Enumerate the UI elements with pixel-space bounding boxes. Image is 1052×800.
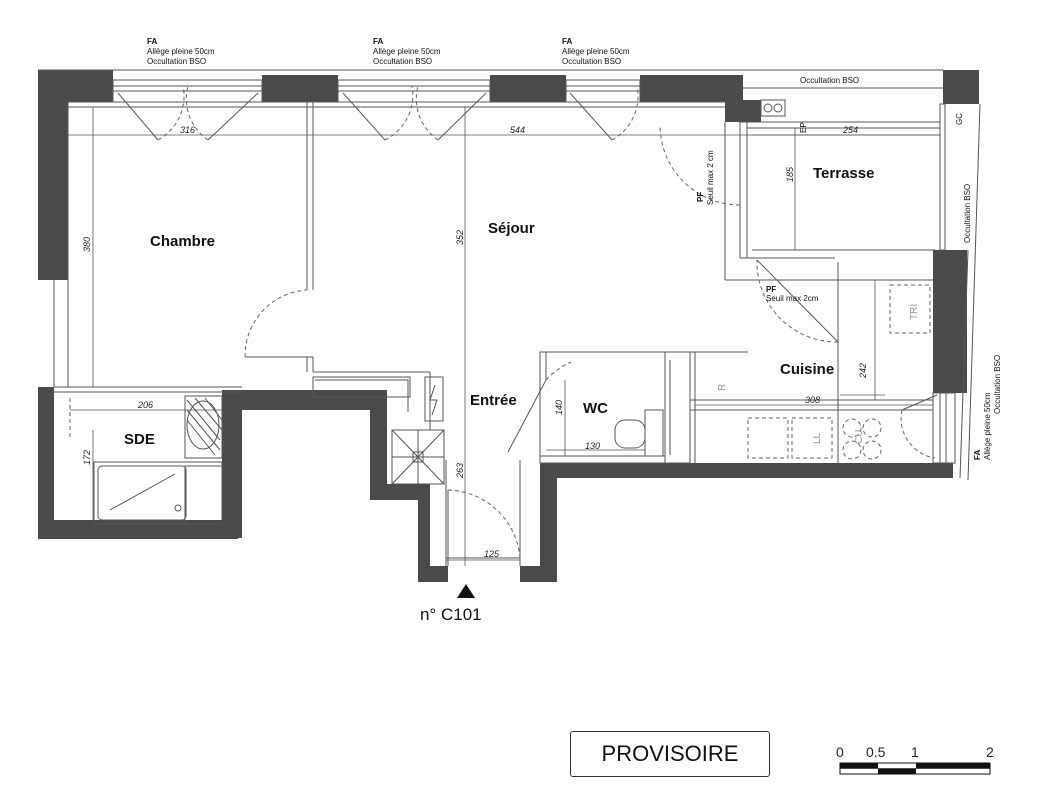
dimension-172: 172: [82, 450, 92, 465]
window-note-allege: Allège pleine 50cm: [373, 47, 441, 56]
dimension-254: 254: [842, 125, 858, 135]
door-note-seuil: Seuil max 2 cm: [706, 150, 715, 205]
dimension-316: 316: [180, 125, 195, 135]
window-note-occultation: Occultation BSO: [562, 57, 621, 66]
dimension-185: 185: [785, 166, 795, 182]
dimension-206: 206: [137, 400, 153, 410]
scale-tick-05: 0.5: [866, 744, 886, 760]
fixture-tri: TRI: [909, 304, 920, 320]
window-note-allege: Allège pleine 50cm: [983, 392, 992, 460]
window-note-occultation-right: Occultation BSO: [963, 184, 972, 243]
window-note-fa: FA: [973, 450, 982, 460]
fixtures: [69, 99, 931, 525]
window-note-allege: Allège pleine 50cm: [562, 47, 630, 56]
dimension-308: 308: [805, 395, 820, 405]
window-note-kitchen: FA Allège pleine 50cm Occultation BSO: [973, 355, 1002, 460]
status-label: PROVISOIRE: [570, 731, 770, 777]
dimension-130: 130: [585, 441, 600, 451]
room-label-entree: Entrée: [470, 392, 517, 409]
room-label-sejour: Séjour: [488, 220, 535, 237]
dimension-lines: [68, 107, 940, 566]
window-note-occultation: Occultation BSO: [147, 57, 206, 66]
door-note-pf: PF: [696, 192, 705, 202]
scale-bar: 0 0.5 1 2: [836, 744, 994, 775]
doors: [244, 124, 839, 566]
dimension-380: 380: [82, 237, 92, 252]
window-note-1: FA Allège pleine 50cm Occultation BSO: [147, 37, 215, 66]
scale-tick-0: 0: [836, 744, 844, 760]
window-note-fa: FA: [147, 37, 157, 46]
fixture-gc: GC: [955, 113, 964, 125]
room-label-cuisine: Cuisine: [780, 361, 834, 378]
window-note-2: FA Allège pleine 50cm Occultation BSO: [373, 37, 441, 66]
room-label-wc: WC: [583, 400, 608, 417]
window-note-fa: FA: [562, 37, 572, 46]
partitions: [38, 69, 981, 566]
fixture-cu: CU: [854, 430, 865, 444]
lot-number: n° C101: [420, 605, 482, 624]
window-note-allege: Allège pleine 50cm: [147, 47, 215, 56]
fixture-r: R: [717, 384, 728, 391]
room-label-chambre: Chambre: [150, 233, 215, 250]
dimension-263: 263: [455, 463, 465, 479]
window-note-occultation: Occultation BSO: [373, 57, 432, 66]
room-label-terrasse: Terrasse: [813, 165, 874, 182]
dimension-242: 242: [858, 363, 868, 379]
windows: [112, 79, 956, 464]
fixture-ll: LL: [812, 432, 823, 444]
dimension-140: 140: [554, 400, 564, 415]
window-note-occultation: Occultation BSO: [993, 355, 1002, 414]
door-note-seuil: Seuil max 2cm: [766, 294, 819, 303]
dimension-352: 352: [455, 230, 465, 245]
window-note-fa: FA: [373, 37, 383, 46]
window-note-occultation-top: Occultation BSO: [800, 76, 859, 85]
room-label-sde: SDE: [124, 431, 155, 448]
walls: [38, 70, 979, 582]
door-note-pf: PF: [766, 285, 776, 294]
window-note-3: FA Allège pleine 50cm Occultation BSO: [562, 37, 630, 66]
scale-tick-2: 2: [986, 744, 994, 760]
fixture-ep: EP: [799, 122, 808, 133]
entrance-arrow-icon: [457, 584, 475, 598]
dimension-125: 125: [484, 549, 500, 559]
dimension-544: 544: [510, 125, 525, 135]
scale-tick-1: 1: [911, 744, 919, 760]
